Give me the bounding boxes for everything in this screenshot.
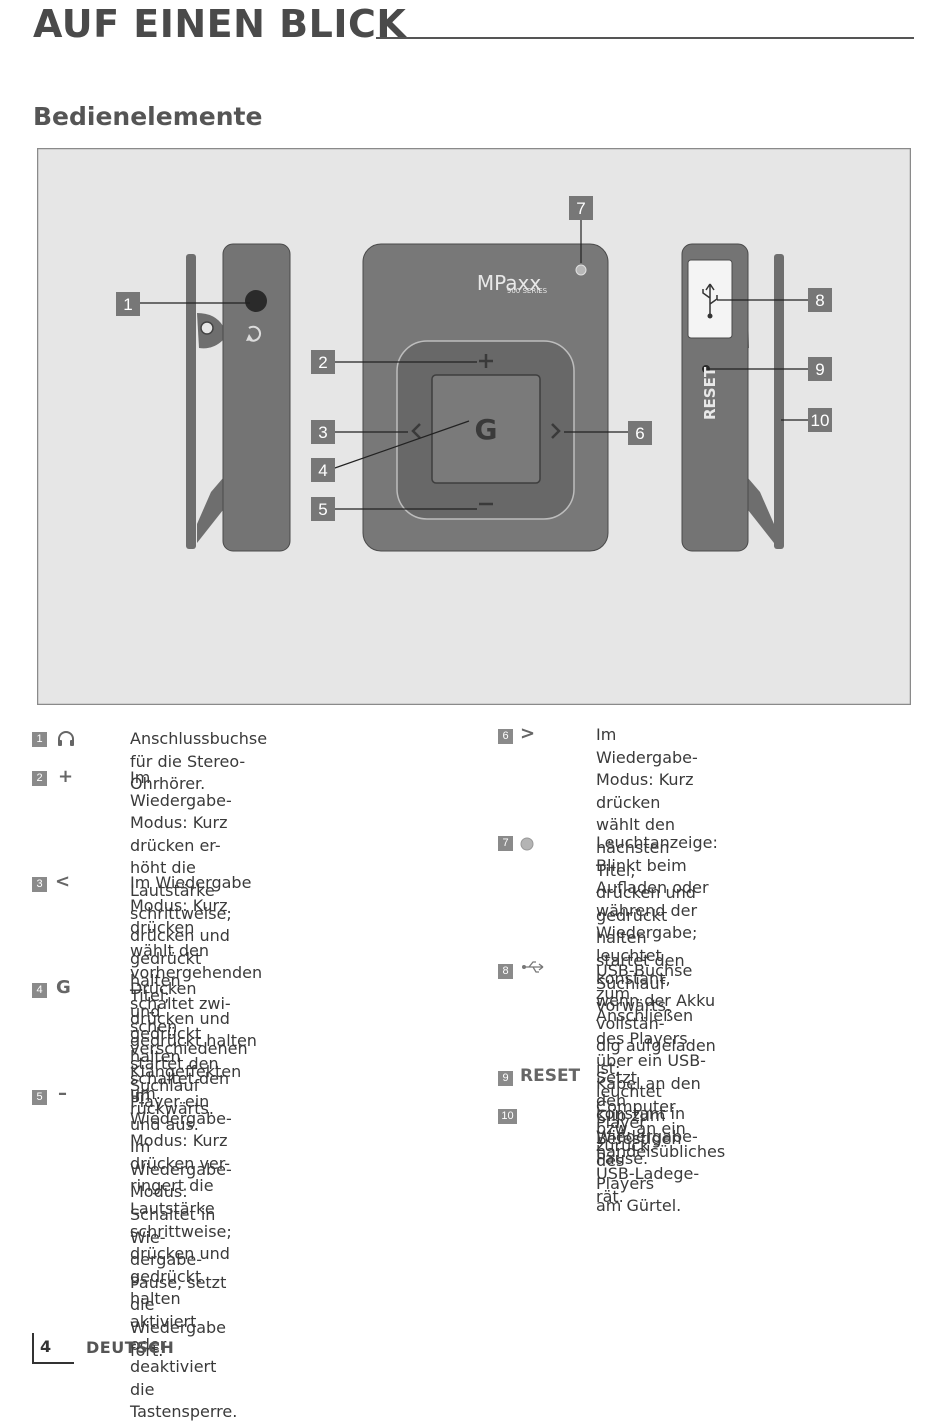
callout-8: [808, 288, 832, 312]
item-number: 9: [498, 1071, 513, 1086]
series-label: 900 SERIES: [507, 287, 548, 295]
item-number: 6: [498, 729, 513, 744]
svg-text:10: 10: [811, 411, 830, 430]
lock-icon: [248, 325, 262, 342]
footer-bar: [32, 1333, 34, 1363]
item-description: USB-Buchse zum Anschließen des Players ü…: [596, 961, 726, 1206]
item-description: Anschlussbuchse für die Stereo-Ohrhörer.: [130, 729, 268, 794]
chevron-right-icon: >: [520, 723, 536, 744]
callout-6: [628, 421, 652, 445]
page-title: AUF EINEN BLICK: [33, 2, 407, 46]
item-number: 3: [32, 877, 47, 892]
chevron-left-icon: <: [55, 871, 71, 892]
reset-symbol: RESET: [520, 1066, 581, 1086]
item-description: Leuchtanzeige: Blinkt beim Aufladen oder…: [596, 833, 718, 1169]
item-number: 1: [32, 732, 47, 747]
headphones-icon: [58, 731, 74, 746]
item-description: Clip zum Befestigen des Players am Gürte…: [596, 1106, 682, 1216]
svg-text:2: 2: [318, 353, 327, 372]
minus-icon: –: [58, 1083, 67, 1104]
callouts: 1 2 3 4 5 6 7 8 9 10: [116, 196, 832, 521]
center-button: [431, 374, 541, 484]
callout-5: [311, 497, 335, 521]
reset-label: RESET: [701, 366, 719, 420]
item-description: Im Wiedergabe-Modus: Kurz drücken wählt …: [596, 725, 698, 1016]
footer-line: [32, 1362, 74, 1364]
left-side-view: [186, 243, 291, 552]
svg-text:4: 4: [318, 461, 327, 480]
svg-text:9: 9: [815, 360, 824, 379]
reset-hole: [702, 365, 710, 373]
svg-text:G: G: [475, 413, 498, 446]
right-side-view: RESET: [681, 243, 784, 552]
callout-2: [311, 350, 335, 374]
footer-language: DEUTSCH: [86, 1338, 175, 1357]
item-description: Setzt den Player zurück.: [596, 1068, 655, 1155]
item-number: 2: [32, 771, 47, 786]
callout-7: [569, 196, 593, 220]
right-clip: [774, 254, 784, 549]
item-number: 7: [498, 836, 513, 851]
left-clip: [186, 254, 196, 549]
section-heading: Bedienelemente: [33, 102, 263, 131]
plus-icon: +: [58, 766, 74, 787]
callout-1: [116, 292, 140, 316]
g-button-icon: G: [56, 977, 71, 998]
leader-lines: [140, 218, 808, 510]
device-figure: MPaxx 900 SERIES G RESET 1: [37, 148, 911, 705]
callout-3: [311, 420, 335, 444]
item-description: Drücken und gedrückt halten schaltet den…: [130, 979, 232, 1360]
svg-text:7: 7: [576, 199, 585, 218]
led-icon: [520, 837, 534, 851]
item-description: Im Wiedergabe-Modus: Kurz drücken er- hö…: [130, 768, 248, 1104]
front-view: MPaxx 900 SERIES G: [362, 243, 609, 552]
page-number: 4: [40, 1337, 52, 1356]
svg-text:5: 5: [318, 500, 327, 519]
svg-text:6: 6: [635, 424, 644, 443]
svg-text:1: 1: [123, 295, 132, 314]
callout-9: [808, 357, 832, 381]
headphone-jack: [245, 290, 267, 312]
item-description: Im Wiedergabe-Modus: Kurz drücken ver- r…: [130, 1086, 238, 1422]
callout-4: [311, 458, 335, 482]
item-number: 5: [32, 1090, 47, 1105]
led-indicator: [575, 264, 587, 276]
title-rule: [376, 37, 914, 39]
svg-text:8: 8: [815, 291, 824, 310]
svg-text:3: 3: [318, 423, 327, 442]
item-number: 4: [32, 983, 47, 998]
item-description: Im Wiedergabe Modus: Kurz drücken wählt …: [130, 873, 263, 1118]
item-number: 10: [498, 1109, 517, 1124]
callout-10: [808, 408, 832, 432]
brand-logo: MPaxx: [477, 271, 542, 295]
usb-icon: [522, 961, 544, 973]
item-number: 8: [498, 964, 513, 979]
